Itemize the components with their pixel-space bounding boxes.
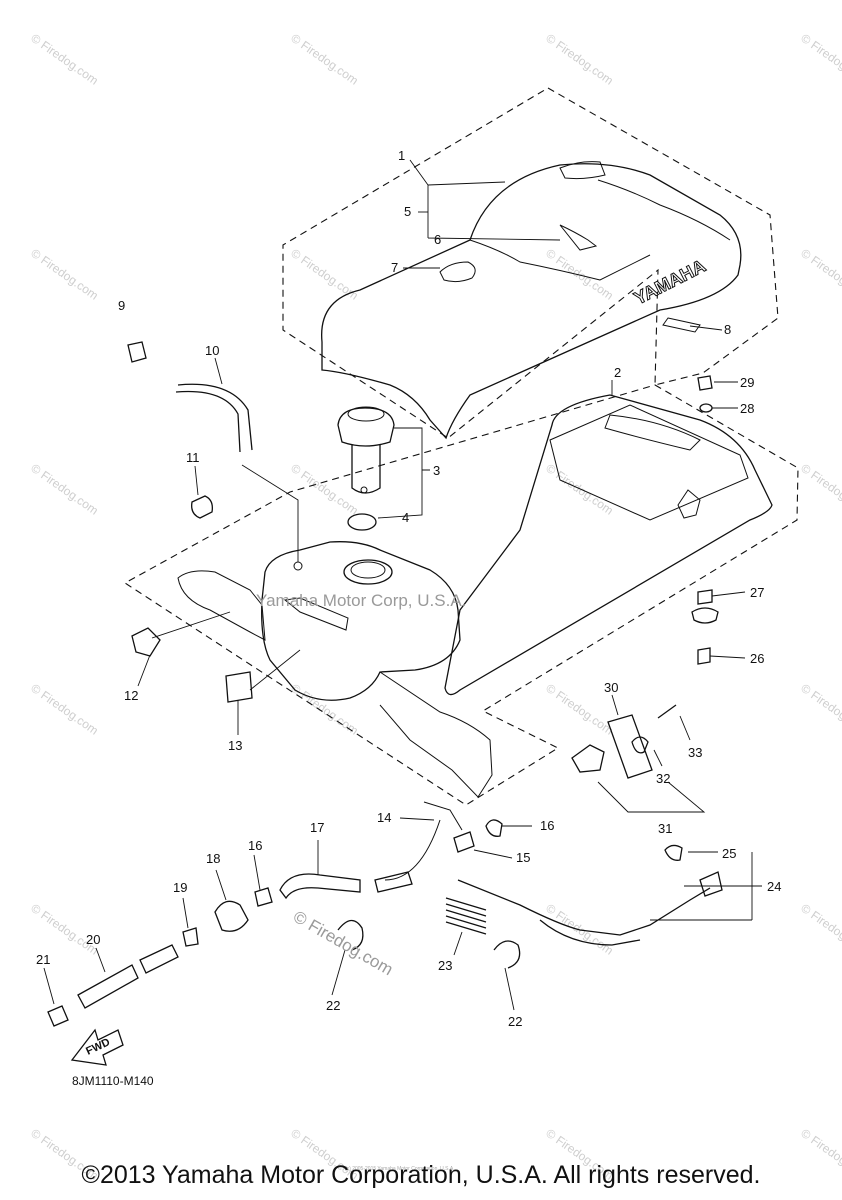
clip-22 xyxy=(337,919,364,951)
watermark-tile: © Firedog.com xyxy=(28,681,101,738)
callouts: 1 2 3 4 5 6 7 8 9 10 11 12 13 14 15 16 1… xyxy=(36,148,781,1029)
watermark-tile: © Firedog.com xyxy=(798,246,842,303)
callout-5: 5 xyxy=(404,204,411,219)
callout-8: 8 xyxy=(724,322,731,337)
clamp-16 xyxy=(254,887,273,907)
spring-23 xyxy=(445,897,487,935)
callout-31: 31 xyxy=(658,821,672,836)
callout-21: 21 xyxy=(36,952,50,967)
watermark-tile: © Firedog.com xyxy=(543,461,616,518)
watermark-tile: © Firedog.com xyxy=(798,461,842,518)
washer-12 xyxy=(131,627,161,657)
grommet-11 xyxy=(191,495,213,519)
watermark-site: © Firedog.com xyxy=(290,907,396,979)
watermark-tile: © Firedog.com xyxy=(28,246,101,303)
watermark-tile: © Firedog.com xyxy=(798,681,842,738)
callout-9: 9 xyxy=(118,298,125,313)
fuel-hose-17-end xyxy=(374,871,413,893)
label-13 xyxy=(225,671,253,703)
callout-20: 20 xyxy=(86,932,100,947)
callout-3: 3 xyxy=(433,463,440,478)
clip-22-b xyxy=(493,940,521,969)
callout-14: 14 xyxy=(377,810,391,825)
nut-25 xyxy=(664,844,683,861)
washer-28 xyxy=(699,403,713,413)
pipe-20-b xyxy=(139,944,179,974)
callout-32: 32 xyxy=(656,771,670,786)
watermark-tile: © Firedog.com xyxy=(28,31,101,88)
callout-18: 18 xyxy=(206,851,220,866)
callout-12: 12 xyxy=(124,688,138,703)
watermark-tile: © Firedog.com xyxy=(798,901,842,958)
clamp-19 xyxy=(182,927,199,947)
nut-29 xyxy=(697,375,713,391)
callout-25: 25 xyxy=(722,846,736,861)
callout-27: 27 xyxy=(750,585,764,600)
fwd-arrow xyxy=(70,1028,124,1066)
clip-9 xyxy=(127,341,147,363)
callout-22-right: 22 xyxy=(508,1014,522,1029)
watermark-small: (c) 2005-2015 Yamaha Motor Corporation, … xyxy=(345,1166,455,1172)
fuel-sender-unit xyxy=(571,704,677,779)
damper-27 xyxy=(691,607,719,624)
callout-10: 10 xyxy=(205,343,219,358)
callout-33: 33 xyxy=(688,745,702,760)
callout-29: 29 xyxy=(740,375,754,390)
watermark-tile: © Firedog.com xyxy=(28,461,101,518)
grommet-24 xyxy=(699,871,723,897)
seat-base xyxy=(444,394,773,696)
copyright-footer: ©2013 Yamaha Motor Corporation, U.S.A. A… xyxy=(81,1161,761,1189)
o-ring xyxy=(347,513,377,531)
fuel-cock xyxy=(384,801,503,881)
callout-4: 4 xyxy=(402,510,409,525)
watermark-tile: © Firedog.com xyxy=(543,31,616,88)
callout-16-lower: 16 xyxy=(248,838,262,853)
cable-24-b xyxy=(539,919,641,946)
tank-assembly-boundary xyxy=(123,384,799,806)
callout-13: 13 xyxy=(228,738,242,753)
callout-19: 19 xyxy=(173,880,187,895)
vent-hose xyxy=(175,383,253,453)
watermark-main: Yamaha Motor Corp, U.S.A. xyxy=(256,591,466,610)
callout-30: 30 xyxy=(604,680,618,695)
callout-26: 26 xyxy=(750,651,764,666)
callout-1: 1 xyxy=(398,148,405,163)
callout-2: 2 xyxy=(614,365,621,380)
callout-17: 17 xyxy=(310,820,324,835)
watermark-tile: © Firedog.com xyxy=(28,901,101,958)
callout-7: 7 xyxy=(391,260,398,275)
callout-22: 22 xyxy=(326,998,340,1013)
nut-27 xyxy=(697,589,713,605)
callout-16: 16 xyxy=(540,818,554,833)
fuel-tank xyxy=(177,541,493,798)
pipe-20 xyxy=(77,964,139,1009)
callout-28: 28 xyxy=(740,401,754,416)
fuel-filter-18 xyxy=(214,900,249,932)
seat-assembly-boundary xyxy=(282,87,779,439)
callout-11: 11 xyxy=(186,450,200,465)
bolt-26 xyxy=(697,647,711,665)
watermark-tile: © Firedog.com xyxy=(543,246,616,303)
filler-cap xyxy=(337,406,395,494)
clamp-21 xyxy=(47,1005,69,1027)
watermark-tile: © Firedog.com xyxy=(288,246,361,303)
diagram-code: 8JM1110-M140 xyxy=(72,1074,154,1088)
leader-lines xyxy=(43,159,762,1011)
callout-24: 24 xyxy=(767,879,781,894)
cable-24 xyxy=(457,879,711,936)
callout-15: 15 xyxy=(516,850,530,865)
watermark-tile: © Firedog.com xyxy=(798,31,842,88)
callout-23: 23 xyxy=(438,958,452,973)
fuel-hose-17 xyxy=(279,873,361,900)
watermark-tile: © Firedog.com xyxy=(288,31,361,88)
callout-6: 6 xyxy=(434,232,441,247)
